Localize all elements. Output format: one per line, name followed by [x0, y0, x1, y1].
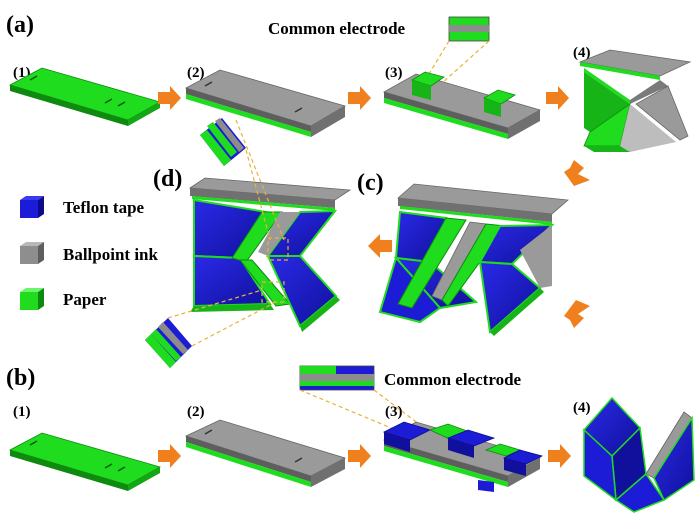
- step-b2-label: (2): [187, 404, 205, 420]
- strip-b3: [382, 421, 544, 492]
- step-b4-label: (4): [573, 400, 591, 416]
- inset-d-top: [200, 118, 246, 166]
- legend: Teflon tape Ballpoint ink Paper: [20, 196, 159, 310]
- arrows-row-b: [158, 444, 571, 468]
- panel-label-b: (b): [6, 365, 35, 391]
- structure-c: [378, 183, 569, 336]
- common-electrode-inset-bottom: [299, 365, 375, 391]
- ink-strip-b2: [184, 419, 347, 487]
- inset-d-bottom: [145, 318, 192, 368]
- panel-label-c: (c): [357, 170, 384, 196]
- folded-structure-a4: [578, 49, 692, 152]
- common-electrode-label-bottom: Common electrode: [384, 370, 522, 389]
- paper-strip-b1: [8, 432, 162, 491]
- step-b3-label: (3): [385, 404, 403, 420]
- structure-d: [188, 177, 352, 332]
- panel-label-d: (d): [153, 166, 182, 192]
- strip-a3: [382, 71, 542, 139]
- step-a2-label: (2): [187, 65, 205, 81]
- panel-label-a: (a): [6, 12, 34, 38]
- step-b1-label: (1): [13, 404, 31, 420]
- legend-paper-label: Paper: [63, 290, 107, 309]
- legend-teflon-label: Teflon tape: [63, 198, 145, 217]
- step-a4-label: (4): [573, 45, 591, 61]
- folded-structure-b4: [582, 396, 695, 513]
- legend-paper: Paper: [20, 288, 107, 310]
- common-electrode-inset-top: [448, 16, 490, 42]
- arrows-middle: [368, 160, 590, 328]
- arrows-row-a: [158, 86, 569, 110]
- step-a3-label: (3): [385, 65, 403, 81]
- callout-dashes-d-bottom: [167, 289, 277, 347]
- legend-teflon: Teflon tape: [20, 196, 145, 218]
- callout-dashes-d-top: [235, 119, 285, 241]
- common-electrode-label-top: Common electrode: [268, 19, 406, 38]
- legend-ink: Ballpoint ink: [20, 242, 159, 264]
- paper-strip-a1: [8, 67, 162, 126]
- ink-strip-a2: [184, 69, 347, 137]
- legend-ink-label: Ballpoint ink: [63, 245, 159, 264]
